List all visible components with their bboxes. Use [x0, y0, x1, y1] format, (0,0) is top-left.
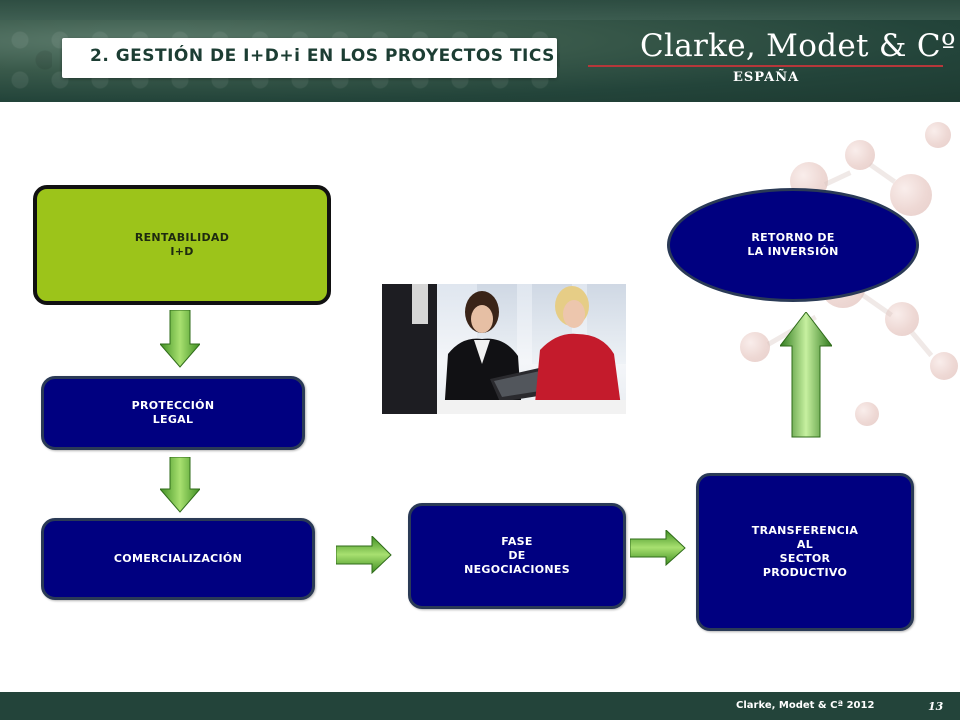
- rentabilidad-box: RENTABILIDAD I+D: [33, 185, 331, 305]
- fase-negociaciones-box: FASE DE NEGOCIACIONES: [408, 503, 626, 609]
- people-illustration: [382, 284, 626, 414]
- box-label: LA INVERSIÓN: [747, 245, 839, 258]
- box-label: TRANSFERENCIA: [751, 524, 859, 537]
- arrow-down-icon: [160, 457, 200, 513]
- molecule-atom: [885, 302, 919, 336]
- molecule-bond: [868, 162, 897, 184]
- molecule-bond: [823, 170, 852, 187]
- page-number: 13: [928, 700, 944, 713]
- arrow-right-icon: [336, 536, 392, 574]
- molecule-bond: [860, 292, 893, 318]
- box-label: DE: [508, 549, 526, 562]
- logo-divider: [588, 65, 943, 67]
- molecule-atom: [890, 174, 932, 216]
- molecule-atom: [740, 332, 770, 362]
- box-label: AL: [796, 538, 814, 551]
- retorno-inversion-ellipse: RETORNO DE LA INVERSIÓN: [667, 188, 919, 302]
- company-logo-subtitle: ESPAÑA: [733, 70, 800, 85]
- business-team-photo: [382, 284, 626, 414]
- box-label: SECTOR: [779, 552, 831, 565]
- comercializacion-box: COMERCIALIZACIÓN: [41, 518, 315, 600]
- header-top-strip: [0, 0, 960, 20]
- box-label: NEGOCIACIONES: [464, 563, 570, 576]
- arrow-up-icon: [780, 312, 832, 438]
- molecule-atom: [855, 402, 879, 426]
- box-label: FASE: [501, 535, 533, 548]
- arrow-down-icon: [160, 310, 200, 368]
- box-label: RETORNO DE: [751, 231, 835, 244]
- box-label: I+D: [170, 245, 194, 258]
- molecule-atom: [845, 140, 875, 170]
- header-band: 2. GESTIÓN DE I+D+i EN LOS PROYECTOS TIC…: [0, 0, 960, 102]
- molecule-atom: [925, 122, 951, 148]
- footer-copyright: Clarke, Modet & Cª 2012: [736, 700, 875, 711]
- box-label: PROTECCIÓN: [131, 399, 215, 412]
- company-logo: Clarke, Modet & Cº: [640, 28, 956, 64]
- box-label: PRODUCTIVO: [762, 566, 848, 579]
- transferencia-box: TRANSFERENCIA AL SECTOR PRODUCTIVO: [696, 473, 914, 631]
- proteccion-legal-box: PROTECCIÓN LEGAL: [41, 376, 305, 450]
- box-label: LEGAL: [152, 413, 194, 426]
- molecule-bond: [910, 330, 934, 358]
- title-box: 2. GESTIÓN DE I+D+i EN LOS PROYECTOS TIC…: [62, 38, 557, 78]
- footer-bar: Clarke, Modet & Cª 2012 13: [0, 692, 960, 720]
- arrow-right-icon: [630, 530, 686, 566]
- box-label: RENTABILIDAD: [134, 231, 230, 244]
- box-label: COMERCIALIZACIÓN: [113, 552, 243, 565]
- molecule-atom: [930, 352, 958, 380]
- page-title: 2. GESTIÓN DE I+D+i EN LOS PROYECTOS TIC…: [90, 46, 555, 66]
